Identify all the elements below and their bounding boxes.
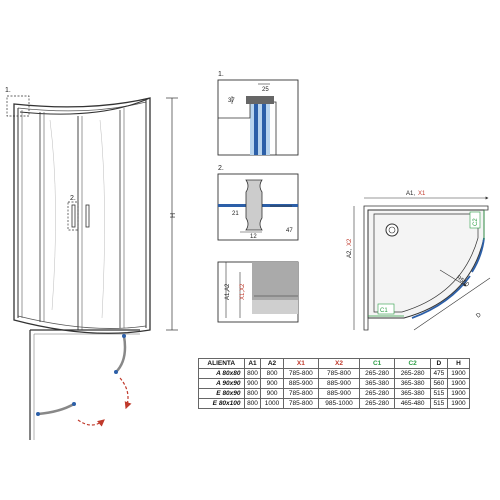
value-cell: 515: [429, 398, 448, 409]
column-header: ALIENTA: [198, 358, 245, 369]
plan-label-c1: C1: [380, 308, 388, 314]
detail-2-dim-c: 47: [286, 228, 293, 234]
value-cell: 785-800: [282, 398, 320, 409]
column-header: C1: [358, 358, 396, 369]
value-cell: 475: [429, 368, 448, 379]
value-cell: 885-900: [318, 378, 360, 389]
detail-2-dim-b: 12: [250, 234, 257, 240]
value-cell: 800: [260, 368, 284, 379]
model-cell: E 80x100: [198, 398, 245, 409]
detail-3-x-label: X1,X2: [240, 283, 246, 300]
front-elevation: 1. 2. H: [5, 87, 178, 334]
model-cell: E 80x90: [198, 388, 245, 399]
detail-1-dim-b: 37: [228, 98, 235, 104]
roller-icon: [114, 370, 118, 374]
value-cell: 265-280: [358, 368, 396, 379]
callout-label-2: 2.: [70, 195, 76, 202]
value-cell: 365-380: [394, 378, 431, 389]
plan-label-a2: A2,: [347, 249, 353, 258]
value-cell: 1900: [446, 398, 471, 409]
value-cell: 785-800: [282, 388, 320, 399]
plan-label-a1: A1,: [406, 191, 415, 197]
value-cell: 365-380: [358, 378, 396, 389]
value-cell: 900: [243, 378, 262, 389]
callout-box-2: [67, 201, 79, 231]
value-cell: 515: [429, 388, 448, 399]
value-cell: 1900: [446, 388, 471, 399]
value-cell: 560: [429, 378, 448, 389]
value-cell: 985-1000: [318, 398, 360, 409]
detail-1-dim-a: 25: [262, 87, 269, 93]
column-header: C2: [394, 358, 431, 369]
plan-label-d: D: [475, 312, 483, 320]
value-cell: 800: [243, 388, 262, 399]
column-header: H: [446, 358, 471, 369]
value-cell: 800: [243, 368, 262, 379]
value-cell: 800: [243, 398, 262, 409]
opening-arrow-icon: [119, 377, 132, 410]
value-cell: 465-480: [394, 398, 431, 409]
height-label: H: [170, 213, 177, 218]
value-cell: 365-380: [394, 388, 431, 399]
model-cell: A 90x90: [198, 378, 245, 389]
detail-3: A1,A2 X1,X2: [217, 261, 299, 323]
door-opening-diagram: [29, 329, 140, 440]
plan-label-x2: X2: [347, 238, 353, 246]
drain-icon: [385, 223, 399, 237]
value-cell: 265-280: [358, 388, 396, 399]
value-cell: 1900: [446, 368, 471, 379]
roller-icon: [72, 402, 76, 406]
callout-label-1: 1.: [5, 87, 11, 94]
plan-view: A1, X1 A2, X2 C1 C2 R550 D: [347, 191, 491, 331]
callout-box-1: [6, 95, 30, 117]
value-cell: 900: [260, 378, 284, 389]
detail-2-label: 2.: [218, 165, 224, 172]
plan-label-x1: X1: [418, 191, 426, 197]
detail-1: 1. 25 37: [217, 71, 299, 156]
column-header: X2: [318, 358, 360, 369]
detail-2: 2. 21 12 47: [217, 165, 299, 241]
detail-1-label: 1.: [218, 71, 224, 78]
plan-label-c2: C2: [473, 218, 479, 226]
handle-icon: [245, 179, 263, 231]
value-cell: 1000: [260, 398, 284, 409]
value-cell: 900: [260, 388, 284, 399]
detail-2-dim-a: 21: [232, 211, 239, 217]
value-cell: 785-800: [282, 368, 320, 379]
column-header: A1: [243, 358, 262, 369]
value-cell: 1900: [446, 378, 471, 389]
roller-icon: [122, 334, 126, 338]
value-cell: 265-280: [358, 398, 396, 409]
column-header: X1: [282, 358, 320, 369]
model-cell: A 80x80: [198, 368, 245, 379]
column-header: A2: [260, 358, 284, 369]
value-cell: 265-280: [394, 368, 431, 379]
column-header: D: [429, 358, 448, 369]
detail-3-a-label: A1,A2: [225, 283, 231, 300]
roller-icon: [36, 412, 40, 416]
opening-arrow-icon: [77, 419, 105, 427]
value-cell: 885-900: [282, 378, 320, 389]
value-cell: 885-900: [318, 388, 360, 399]
value-cell: 785-800: [318, 368, 360, 379]
